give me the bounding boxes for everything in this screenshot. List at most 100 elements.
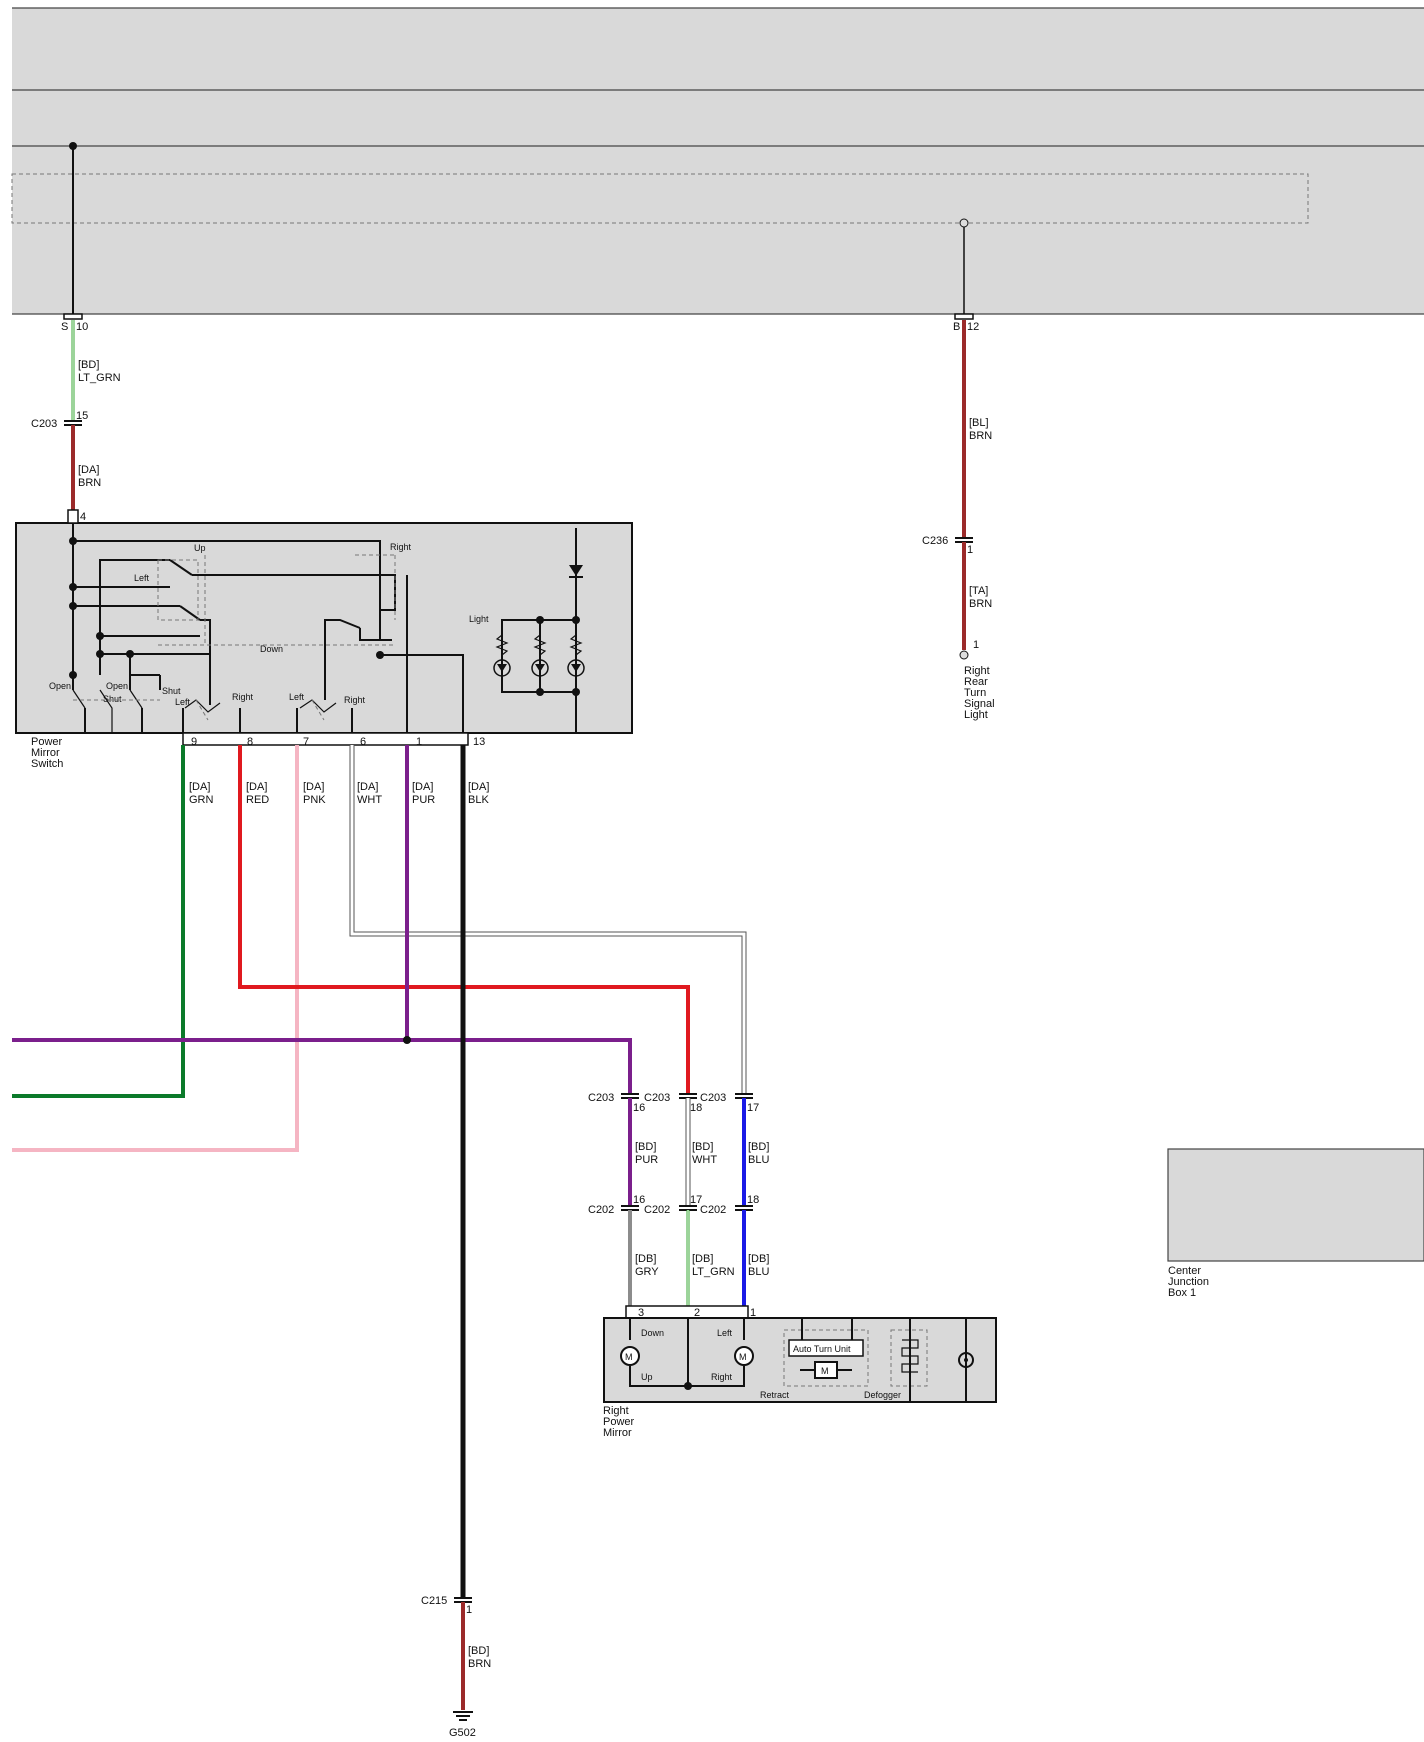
switch-pin-4: 4	[80, 511, 86, 523]
connector-c202-18-name: C202	[700, 1204, 726, 1216]
connector-c236-pin: 1	[967, 544, 973, 556]
connector-c203-16-pin: 16	[633, 1102, 645, 1114]
pin-b12-terminal	[954, 313, 974, 320]
top-fuse-box	[11, 7, 1424, 315]
wire-label-wht-2: WHT	[357, 794, 382, 806]
rear-light-name-5: Light	[964, 709, 988, 721]
wire-label-pur-bd-2: PUR	[635, 1154, 658, 1166]
wire-label-brn-bl-2: BRN	[969, 430, 992, 442]
connector-c202-18: C202 18	[700, 1194, 759, 1216]
connector-c203-16-name: C203	[588, 1092, 614, 1104]
center-junction-box: Center Junction Box 1	[1167, 1148, 1424, 1299]
mirror-label-auto-turn: Auto Turn Unit	[793, 1344, 851, 1354]
switch-label-light: Light	[469, 614, 489, 624]
connector-c236-name: C236	[922, 535, 948, 547]
wire-label-brn-bl-1: [BL]	[969, 417, 989, 429]
switch-pin-6: 6	[360, 736, 366, 748]
connector-c203-17-name: C203	[700, 1092, 726, 1104]
switch-label-right-top: Right	[390, 542, 412, 552]
power-mirror-switch: 4 Up Left Right Down	[15, 509, 633, 770]
wire-label-red-1: [DA]	[246, 781, 267, 793]
connector-c203-17-pin: 17	[747, 1102, 759, 1114]
connector-c203-top-pin: 15	[76, 410, 88, 422]
wire-label-wht-bd-1: [BD]	[692, 1141, 713, 1153]
rear-light-name-4: Signal	[964, 698, 995, 710]
svg-text:M: M	[739, 1352, 747, 1362]
connector-c203-18: C203 18	[644, 1092, 702, 1114]
wire-label-brn-ta-1: [TA]	[969, 585, 988, 597]
ground-name: G502	[449, 1727, 476, 1739]
wire-label-lt-grn-db-1: [DB]	[692, 1253, 713, 1265]
wire-label-brn-ta-2: BRN	[969, 598, 992, 610]
switch-label-shut-2: Shut	[162, 686, 181, 696]
switch-label-right-b: Right	[344, 695, 366, 705]
switch-label-left-a: Left	[175, 697, 191, 707]
wire-label-blk-2: BLK	[468, 794, 489, 806]
switch-pin-1: 1	[416, 736, 422, 748]
connector-c202-16-name: C202	[588, 1204, 614, 1216]
switch-pin-9: 9	[191, 736, 197, 748]
rear-light-pin: 1	[973, 639, 979, 651]
wire-label-pur-2: PUR	[412, 794, 435, 806]
switch-name-3: Switch	[31, 758, 63, 770]
connector-c215-name: C215	[421, 1595, 447, 1607]
mirror-label-left: Left	[717, 1328, 733, 1338]
wire-label-blu-bd-2: BLU	[748, 1154, 769, 1166]
ground-symbol: G502	[449, 1711, 476, 1739]
junction-name-1: Center	[1168, 1265, 1201, 1277]
connector-c203-top-name: C203	[31, 418, 57, 430]
wire-label-lt-grn-top-1: [BD]	[78, 359, 99, 371]
mirror-pin-1: 1	[750, 1307, 756, 1319]
wire-label-brn-bottom-1: [BD]	[468, 1645, 489, 1657]
right-power-mirror: 3 2 1 M M Down Up Left Right Auto Turn U…	[603, 1305, 997, 1439]
junction-name-2: Junction	[1168, 1276, 1209, 1288]
mirror-name-3: Mirror	[603, 1427, 632, 1439]
connector-c203-top: C203 15	[31, 410, 88, 430]
wire-pur-horizontal	[12, 1038, 632, 1094]
mirror-label-defogger: Defogger	[864, 1390, 901, 1400]
wire-label-lt-grn-top-2: LT_GRN	[78, 372, 121, 384]
top-internal-node	[959, 218, 969, 228]
pin-12-label: 12	[967, 321, 979, 333]
mirror-name-2: Power	[603, 1416, 635, 1428]
connector-c203-17: C203 17	[700, 1092, 759, 1114]
mirror-label-retract: Retract	[760, 1390, 790, 1400]
splice-pur	[403, 1036, 411, 1044]
switch-label-open-1: Open	[49, 681, 71, 691]
wire-label-pur-bd-1: [BD]	[635, 1141, 656, 1153]
wire-label-wht-bd-2: WHT	[692, 1154, 717, 1166]
switch-label-open-2: Open	[106, 681, 128, 691]
svg-text:M: M	[625, 1352, 633, 1362]
connector-c202-17-pin: 17	[690, 1194, 702, 1206]
switch-label-up: Up	[194, 543, 206, 553]
switch-label-right-a: Right	[232, 692, 254, 702]
mirror-label-up: Up	[641, 1372, 653, 1382]
mirror-label-down: Down	[641, 1328, 664, 1338]
rear-light-name-3: Turn	[964, 687, 986, 699]
switch-name-2: Mirror	[31, 747, 60, 759]
wire-label-blu-bd-1: [BD]	[748, 1141, 769, 1153]
switch-pin-13: 13	[473, 736, 485, 748]
connector-c202-18-pin: 18	[747, 1194, 759, 1206]
wire-label-gry-db-1: [DB]	[635, 1253, 656, 1265]
switch-label-left-b: Left	[289, 692, 305, 702]
wire-label-pnk-2: PNK	[303, 794, 326, 806]
wire-label-blu-db-2: BLU	[748, 1266, 769, 1278]
switch-name-1: Power	[31, 736, 63, 748]
connector-c215-pin: 1	[466, 1604, 472, 1616]
wire-label-wht-1: [DA]	[357, 781, 378, 793]
wire-label-lt-grn-db-2: LT_GRN	[692, 1266, 735, 1278]
switch-pin-8: 8	[247, 736, 253, 748]
mirror-label-right: Right	[711, 1372, 733, 1382]
wire-label-red-2: RED	[246, 794, 269, 806]
rear-light-name-1: Right	[964, 665, 990, 677]
connector-c202-16-pin: 16	[633, 1194, 645, 1206]
wire-label-brn-bottom-2: BRN	[468, 1658, 491, 1670]
wire-label-grn-1: [DA]	[189, 781, 210, 793]
pin-s-label: S	[61, 321, 68, 333]
connector-c203-16: C203 16	[588, 1092, 645, 1114]
switch-pin-7: 7	[303, 736, 309, 748]
pin-b-label: B	[953, 321, 960, 333]
switch-label-left-top: Left	[134, 573, 150, 583]
